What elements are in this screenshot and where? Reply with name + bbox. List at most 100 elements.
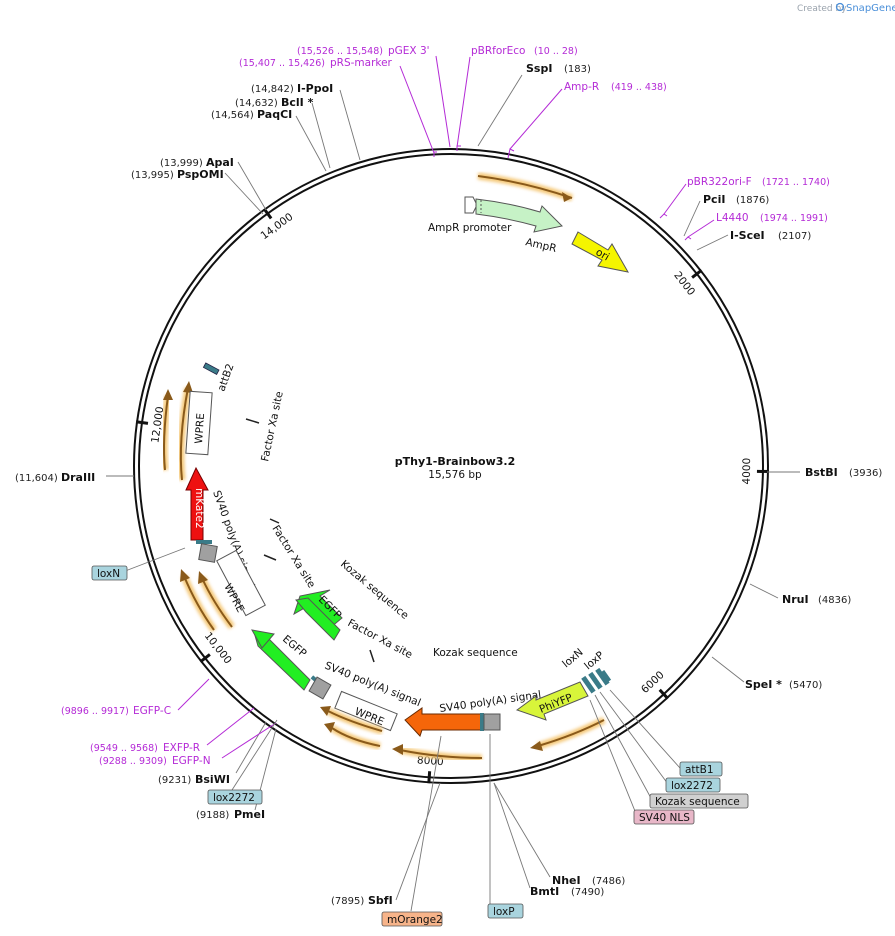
attb2-feature — [202, 362, 220, 375]
orf-arrow-bottom-1 — [320, 706, 383, 735]
phiyfp-feature — [515, 681, 589, 721]
tick-mark — [691, 269, 703, 279]
feature-box-bg — [207, 789, 263, 805]
grey-block-left — [198, 543, 218, 563]
restriction-sites: SspI (183) PciI (1876) I-SceI (2107) Bst… — [15, 62, 882, 907]
site-nhei-pos: (7486) — [592, 876, 625, 887]
feature-box: lox2272 — [665, 777, 721, 793]
plasmid-name: pThy1-Brainbow3.2 — [395, 455, 516, 468]
primer-prsmarker-pos: (15,407 .. 15,426) — [239, 58, 325, 69]
primer-pbr322orif-pos: (1721 .. 1740) — [762, 177, 830, 188]
feature-box-label: attB1 — [685, 764, 714, 776]
feature-box-bg — [381, 911, 443, 927]
primer-egfpc-pos: (9896 .. 9917) — [61, 706, 129, 717]
ori-feature — [571, 231, 629, 273]
orf-arrow-right-lower — [530, 716, 606, 751]
primer-pbr322orif-name: pBR322ori-F — [687, 176, 752, 188]
feature-box: loxP — [487, 903, 524, 919]
site-spei-name: SpeI * — [745, 678, 782, 691]
site-sspi-name: SspI — [526, 62, 552, 75]
primer-egfpc-name: EGFP-C — [133, 705, 171, 717]
orf-arrow-left-lower-1 — [180, 569, 217, 633]
site-paqci-name: PaqCI — [257, 108, 292, 121]
site-iscei-pos: (2107) — [778, 231, 811, 242]
ampr-promoter-feature — [464, 196, 478, 214]
primer-pbrforeco-name: pBRforEco — [471, 45, 525, 57]
feature-box-label: Kozak sequence — [655, 796, 740, 808]
primer-pgex3-pos: (15,526 .. 15,548) — [297, 46, 383, 57]
grey-block-bottom-left — [308, 676, 332, 700]
site-pmei-pos: (9188) — [196, 810, 229, 821]
site-paqci-pos: (14,564) — [211, 110, 254, 121]
credit-brand: SnapGene — [846, 3, 895, 14]
credit-prefix: Created by — [797, 4, 847, 14]
feature-box-label: lox2272 — [213, 792, 255, 804]
primer-ampr-pos: (419 .. 438) — [611, 82, 667, 93]
orf-arrow-left-lower-2 — [198, 571, 235, 630]
tick-mark — [427, 771, 432, 784]
site-leader-lines — [106, 74, 800, 901]
egfp-feature-1 — [293, 589, 343, 641]
tick-mark — [199, 653, 211, 663]
kozak-label-2: Kozak sequence — [433, 647, 518, 659]
box-leader-lines — [119, 547, 681, 912]
feature-box-label: loxN — [97, 568, 120, 580]
feature-box-bg — [91, 565, 128, 581]
tick-label: 4000 — [741, 458, 753, 485]
factor-xa-mark-1 — [245, 418, 260, 424]
site-sbfi-name: SbfI — [368, 894, 393, 907]
mkate2-label: mKate2 — [193, 488, 205, 529]
site-bstbi-pos: (3936) — [849, 468, 882, 479]
primer-l4440-name: L4440 — [716, 212, 749, 224]
primer-l4440-pos: (1974 .. 1991) — [760, 213, 828, 224]
site-sspi-pos: (183) — [564, 64, 591, 75]
feature-box-bg — [649, 793, 749, 809]
site-bsiwi-name: BsiWI — [195, 773, 230, 786]
site-pspomi-pos: (13,995) — [131, 170, 174, 181]
site-bcli-pos: (14,632) — [235, 98, 278, 109]
site-nhei-name: NheI — [552, 874, 581, 887]
ampr-label: AmpR — [524, 236, 557, 255]
ori-label: ori — [594, 246, 612, 263]
backbone-outer — [133, 148, 769, 784]
primer-exfpr-name: EXFP-R — [163, 742, 200, 754]
feature-box: attB1 — [679, 761, 723, 777]
primer-leader-lines — [177, 55, 715, 759]
attb2-label: attB2 — [216, 362, 237, 393]
site-nrui-name: NruI — [782, 593, 809, 606]
wpre-left-feature — [216, 549, 266, 617]
feature-label-boxes: loxNlox2272mOrange2loxPattB1lox2272Kozak… — [91, 565, 749, 927]
feature-box-label: SV40 NLS — [639, 812, 690, 824]
primer-egfpn-pos: (9288 .. 9309) — [99, 756, 167, 767]
orf-arrow-left-outer-1 — [160, 389, 173, 471]
site-pmei-name: PmeI — [234, 808, 265, 821]
feature-box-bg — [487, 903, 524, 919]
site-nrui-pos: (4836) — [818, 595, 851, 606]
feature-box: mOrange2 — [381, 911, 443, 927]
lox-mark-mkate2 — [196, 540, 212, 544]
primer-ampr-name: Amp-R — [564, 81, 599, 93]
primers: pBRforEco (10 .. 28) Amp-R (419 .. 438) … — [61, 45, 830, 767]
site-sbfi-pos: (7895) — [331, 896, 364, 907]
lox-mark-morange2 — [480, 713, 484, 731]
orf-arrow-bottom-3 — [392, 744, 483, 762]
wpre-top-feature — [185, 390, 213, 456]
plasmid-size: 15,576 bp — [428, 469, 482, 481]
mkate2-feature — [185, 466, 209, 541]
site-apai-pos: (13,999) — [160, 158, 203, 169]
tick-mark — [262, 207, 273, 220]
site-bmti-pos: (7490) — [571, 887, 604, 898]
ampr-promoter-label: AmpR promoter — [428, 222, 512, 234]
primer-pbrforeco-pos: (10 .. 28) — [534, 46, 578, 57]
loxp-inner-label: loxP — [582, 649, 606, 672]
site-bsiwi-pos: (9231) — [158, 775, 191, 786]
tick-mark — [135, 420, 149, 425]
tick-mark — [658, 688, 669, 700]
site-draiii-pos: (11,604) — [15, 473, 58, 484]
factor-xa-label-3: Factor Xa site — [346, 617, 415, 661]
feature-box: lox2272 — [207, 789, 263, 805]
factor-xa-mark-3 — [369, 649, 375, 663]
site-bcli-name: BclI * — [281, 96, 314, 109]
